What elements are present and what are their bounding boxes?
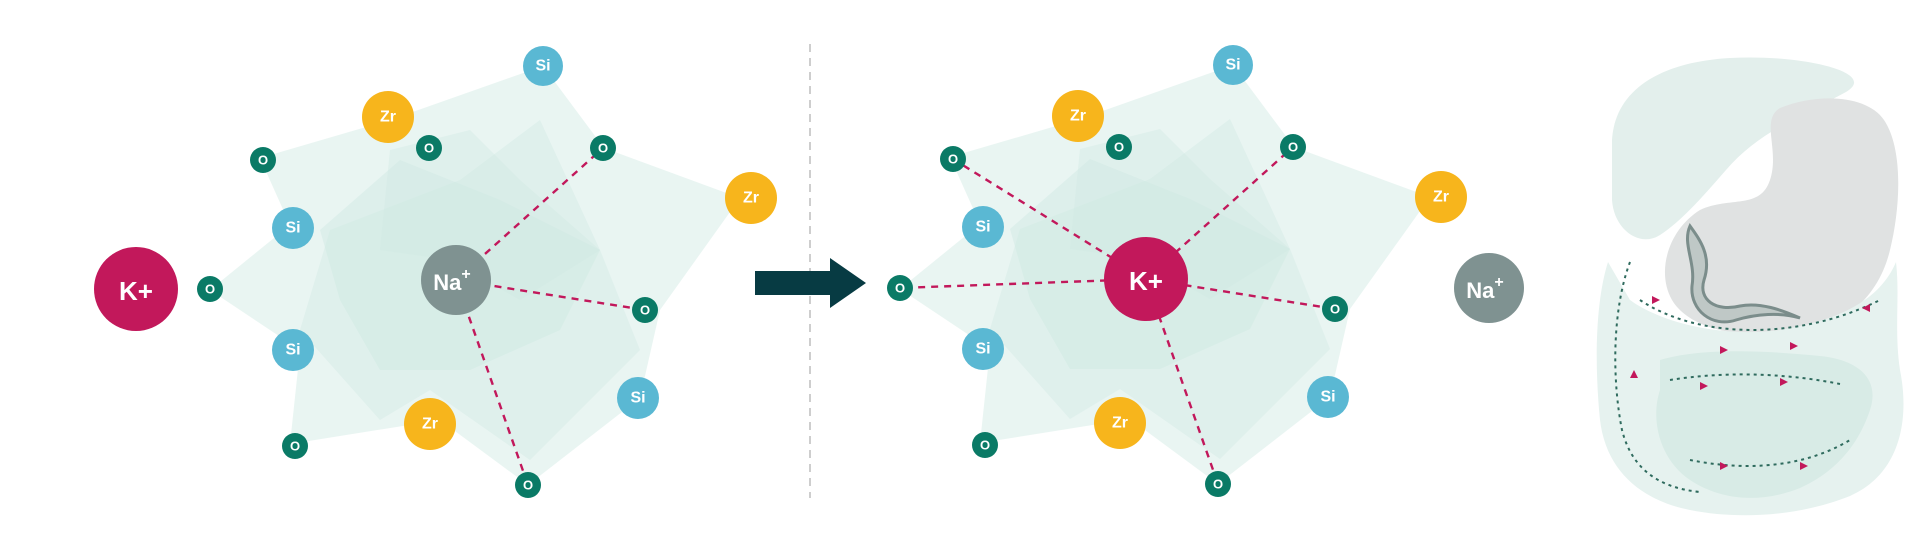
oxygen-atom: O [1205,471,1231,497]
silicon-atom: Si [962,328,1004,370]
oxygen-atom: O [515,472,541,498]
svg-text:Zr: Zr [1433,189,1449,206]
svg-text:Si: Si [975,219,990,236]
svg-text:O: O [1114,140,1124,155]
svg-text:Zr: Zr [1112,415,1128,432]
oxygen-atom: O [972,432,998,458]
svg-text:Si: Si [1225,57,1240,74]
svg-text:O: O [1330,302,1340,317]
potassium-ion: K+ [1104,237,1188,321]
svg-text:O: O [424,141,434,156]
svg-text:Si: Si [535,58,550,75]
oxygen-atom: O [1322,296,1348,322]
oxygen-atom: O [250,147,276,173]
silicon-atom: Si [272,329,314,371]
svg-text:K+: K+ [1129,266,1163,296]
oxygen-atom: O [282,433,308,459]
liver-shape [1612,57,1855,240]
transit-path [1614,261,1701,493]
small-intestine-shape [1656,351,1873,498]
silicon-atom: Si [272,207,314,249]
oxygen-atom: O [416,135,442,161]
silicon-atom: Si [1307,376,1349,418]
coordination-bond [1144,278,1220,485]
silicon-atom: Si [962,206,1004,248]
svg-text:O: O [895,281,905,296]
transit-path [1639,299,1881,331]
pancreas-shape [1685,222,1801,324]
svg-text:O: O [290,439,300,454]
zirconium-atom: Zr [404,398,456,450]
svg-text:O: O [1288,140,1298,155]
svg-text:Na+: Na+ [1466,274,1503,303]
svg-text:O: O [523,478,533,493]
free-potassium-ion: K+ [94,247,178,331]
right-atoms: Zr Si O O O Zr Si O O Si Si Zr O O K+ [887,45,1467,497]
coordination-bond [454,279,530,486]
stomach-shape [1664,98,1899,335]
silicon-atom: Si [523,46,563,86]
right-arrow-icon [755,258,866,308]
svg-text:O: O [258,153,268,168]
svg-text:O: O [598,141,608,156]
right-framework: Zr Si O O O Zr Si O O Si Si Zr O O K+ [887,45,1467,497]
svg-text:O: O [205,282,215,297]
oxygen-atom: O [197,276,223,302]
oxygen-atom: O [1106,134,1132,160]
svg-text:Si: Si [975,341,990,358]
zirconium-atom: Zr [1052,90,1104,142]
svg-text:Zr: Zr [1070,108,1086,125]
svg-text:Zr: Zr [380,109,396,126]
triangle-marker-icon [1630,296,1870,470]
left-atoms: Zr Si O O O Zr Si O O Si Si Zr O O Na+ [197,46,777,498]
oxygen-atom: O [887,275,913,301]
svg-text:Si: Si [1320,389,1335,406]
svg-text:Si: Si [630,390,645,407]
svg-text:Na+: Na+ [433,266,470,295]
silicon-atom: Si [1213,45,1253,85]
zirconium-atom: Zr [362,91,414,143]
digestive-tract-icon [1596,57,1904,516]
transit-path [1669,373,1841,385]
zirconium-atom: Zr [1415,171,1467,223]
sodium-ion: Na+ [421,245,491,315]
silicon-atom: Si [617,377,659,419]
svg-text:O: O [1213,477,1223,492]
oxygen-atom: O [1280,134,1306,160]
left-framework: Zr Si O O O Zr Si O O Si Si Zr O O Na+ K… [94,46,777,498]
oxygen-atom: O [940,146,966,172]
svg-text:Zr: Zr [422,416,438,433]
oxygen-atom: O [590,135,616,161]
oxygen-atom: O [632,297,658,323]
svg-text:K+: K+ [119,276,153,306]
svg-text:O: O [980,438,990,453]
svg-text:Zr: Zr [743,190,759,207]
released-sodium-ion: Na+ [1454,253,1524,323]
svg-text:O: O [640,303,650,318]
svg-text:O: O [948,152,958,167]
svg-text:Si: Si [285,342,300,359]
svg-text:Si: Si [285,220,300,237]
zirconium-atom: Zr [725,172,777,224]
zirconium-atom: Zr [1094,397,1146,449]
